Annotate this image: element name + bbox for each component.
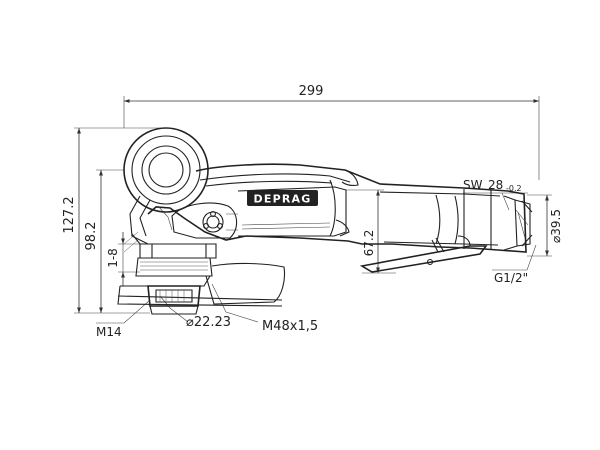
dimension-labels: 299 127.2 98.2 1-8 67.2 SW 28 -0.2 ⌀39.5… [62,84,563,339]
brand-logo-text: DEPRAG [254,193,312,206]
dim-overall-height: 127.2 [62,196,77,233]
dim-handle-height: 67.2 [362,230,376,257]
motor-end-cap [123,127,209,213]
dim-overall-length: 299 [299,84,324,99]
dim-wrench-value: 28 [488,178,503,192]
brand-logo: DEPRAG [247,190,318,206]
dim-spindle-thread: M14 [96,325,122,339]
dim-spindle-height: 98.2 [84,222,99,251]
dim-wrench-label: SW [463,178,483,192]
grinder-body [117,163,533,315]
dim-air-inlet-thread: G1/2" [494,271,528,285]
dim-inlet-diameter: ⌀39.5 [549,209,563,243]
dim-guard-thread: M48x1,5 [262,319,318,334]
dim-wrench-tolerance: -0.2 [506,184,522,193]
dimension-lines [74,96,552,324]
dim-bore-diameter: ⌀22.23 [186,315,231,330]
dim-guard-range: 1-8 [106,248,120,268]
